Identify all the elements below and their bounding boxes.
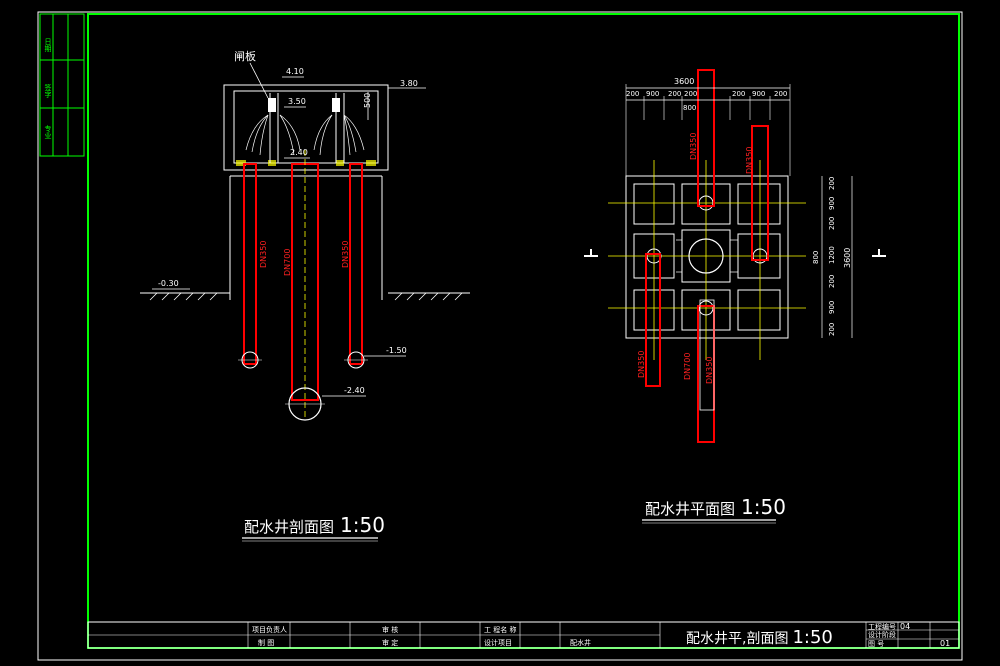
plan-right-dim-4: 800 bbox=[812, 251, 820, 264]
tb-drawn: 制 图 bbox=[258, 638, 274, 647]
level-350: 3.50 bbox=[288, 97, 306, 106]
plan-top-total: 3600 bbox=[674, 77, 694, 86]
stamp-major: 专业 bbox=[44, 124, 52, 139]
plan-view: DN350 DN350 DN350 DN700 DN350 3600 200 9… bbox=[584, 69, 886, 524]
plan-top-sub: 800 bbox=[683, 104, 696, 112]
plan-right-dim-3: 200 bbox=[828, 217, 836, 230]
plan-top-dim-4: 200 bbox=[684, 90, 697, 98]
tb-project-name: 工 程名 称 bbox=[484, 625, 516, 634]
tb-project-manager: 项目负责人 bbox=[252, 625, 287, 634]
tb-sheet-label: 图 号 bbox=[868, 640, 884, 648]
plan-right-dim-7: 900 bbox=[828, 301, 836, 314]
plan-pipe-dn350-top: DN350 bbox=[689, 133, 698, 160]
tb-approve: 审 定 bbox=[382, 638, 398, 647]
section-pipe-dn350-left: DN350 bbox=[259, 241, 268, 268]
plan-top-dim-3: 200 bbox=[668, 90, 681, 98]
tb-design-project: 设计项目 bbox=[484, 638, 512, 647]
plan-top-dim-1: 200 bbox=[626, 90, 639, 98]
side-stamp: 日期 签字 专业 bbox=[39, 13, 85, 157]
level-410: 4.10 bbox=[286, 67, 304, 76]
plan-top-dim-2: 900 bbox=[646, 90, 659, 98]
plan-pipe-dn350-bottom2: DN350 bbox=[705, 357, 714, 384]
tb-item-name: 配水井 bbox=[570, 638, 591, 647]
level-n150: -1.50 bbox=[386, 346, 407, 355]
outer-frame bbox=[37, 11, 963, 661]
title-block: 项目负责人 审 核 工 程名 称 制 图 审 定 设计项目 配水井 配水井平,剖… bbox=[87, 621, 960, 649]
plan-pipe-dn700-bottom: DN700 bbox=[683, 353, 692, 380]
plan-pipe-dn350-top-right: DN350 bbox=[745, 147, 754, 174]
section-pipe-dn350-right: DN350 bbox=[341, 241, 350, 268]
level-380: 3.80 bbox=[400, 79, 418, 88]
plan-right-dim-6: 200 bbox=[828, 275, 836, 288]
tb-stage-label: 设计阶段 bbox=[868, 630, 896, 639]
plan-right-dim-1: 200 bbox=[828, 177, 836, 190]
level-n240: -2.40 bbox=[344, 386, 365, 395]
tb-project-no-label: 工程编号 bbox=[868, 622, 896, 631]
gate-label: 闸板 bbox=[234, 49, 256, 63]
section-pipe-dn700: DN700 bbox=[283, 249, 292, 276]
level-n030: -0.30 bbox=[158, 279, 179, 288]
section-view: 闸板 4.10 3.80 3.50 500 2.40 -0.30 -1.50 -… bbox=[140, 49, 470, 542]
plan-right-total: 3600 bbox=[843, 248, 852, 268]
level-500: 500 bbox=[363, 93, 372, 108]
plan-top-dim-7: 200 bbox=[774, 90, 787, 98]
tb-review: 审 核 bbox=[382, 625, 398, 634]
plan-right-dim-5: 1200 bbox=[828, 246, 836, 264]
plan-right-dim-2: 900 bbox=[828, 197, 836, 210]
tb-project-no: 04 bbox=[900, 622, 910, 631]
plan-top-dim-5: 200 bbox=[732, 90, 745, 98]
level-240: 2.40 bbox=[290, 148, 308, 157]
stamp-sign: 签字 bbox=[44, 83, 52, 98]
plan-top-dim-6: 900 bbox=[752, 90, 765, 98]
stamp-date: 日期 bbox=[44, 38, 52, 53]
tb-sheet-no: 01 bbox=[940, 639, 950, 648]
plan-right-dim-8: 200 bbox=[828, 323, 836, 336]
plan-pipe-dn350-bottom: DN350 bbox=[637, 351, 646, 378]
